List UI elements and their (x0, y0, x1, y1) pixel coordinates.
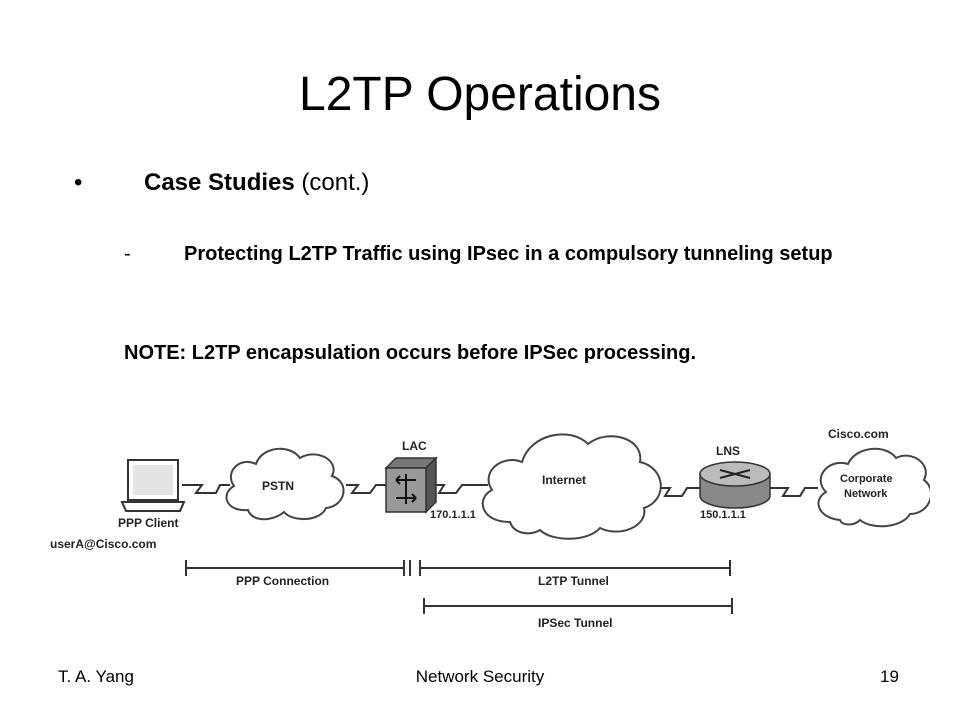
internet-label: Internet (542, 473, 586, 487)
bullet-marker: • (74, 169, 83, 196)
connection-links (182, 484, 818, 497)
ppp-connection-bar (185, 560, 411, 576)
ipsec-tunnel-label: IPSec Tunnel (538, 616, 612, 630)
l2tp-tunnel-bar (419, 560, 731, 576)
corporate-label-line1: Corporate (840, 473, 893, 485)
internet-cloud-icon (481, 433, 662, 540)
footer-author: T. A. Yang (58, 667, 134, 686)
laptop-icon (120, 459, 186, 512)
ppp-client-label: PPP Client (118, 516, 178, 530)
user-label: userA@Cisco.com (50, 537, 156, 551)
footer-course: Network Security (415, 667, 545, 686)
ipsec-tunnel-bar (423, 598, 733, 614)
pstn-cloud-icon (225, 447, 345, 521)
slide-title: L2TP Operations (299, 68, 661, 121)
lns-label: LNS (716, 444, 740, 458)
lac-label: LAC (402, 439, 427, 453)
lac-ip-label: 170.1.1.1 (430, 509, 476, 521)
lac-router-icon (384, 456, 438, 514)
case-studies-bold: Case Studies (144, 169, 295, 196)
network-diagram: PPP Client userA@Cisco.com PSTN LAC 170.… (50, 427, 930, 630)
ppp-connection-label: PPP Connection (236, 574, 329, 588)
corporate-network-cloud-icon (817, 447, 930, 528)
lns-ip-label: 150.1.1.1 (700, 509, 746, 521)
sub-bullet-text: Protecting L2TP Traffic using IPsec in a… (184, 243, 833, 265)
case-studies-suffix: (cont.) (294, 169, 370, 196)
footer-page-number: 19 (880, 667, 899, 686)
sub-bullet-dash: - (124, 243, 131, 265)
cisco-com-label: Cisco.com (828, 427, 889, 441)
note-text: NOTE: L2TP encapsulation occurs before I… (124, 342, 697, 364)
corporate-label-line2: Network (844, 488, 888, 500)
pstn-label: PSTN (262, 479, 294, 493)
l2tp-tunnel-label: L2TP Tunnel (538, 574, 609, 588)
lns-router-icon (699, 461, 771, 509)
bullet-case-studies: Case Studies (cont.) (144, 168, 369, 198)
